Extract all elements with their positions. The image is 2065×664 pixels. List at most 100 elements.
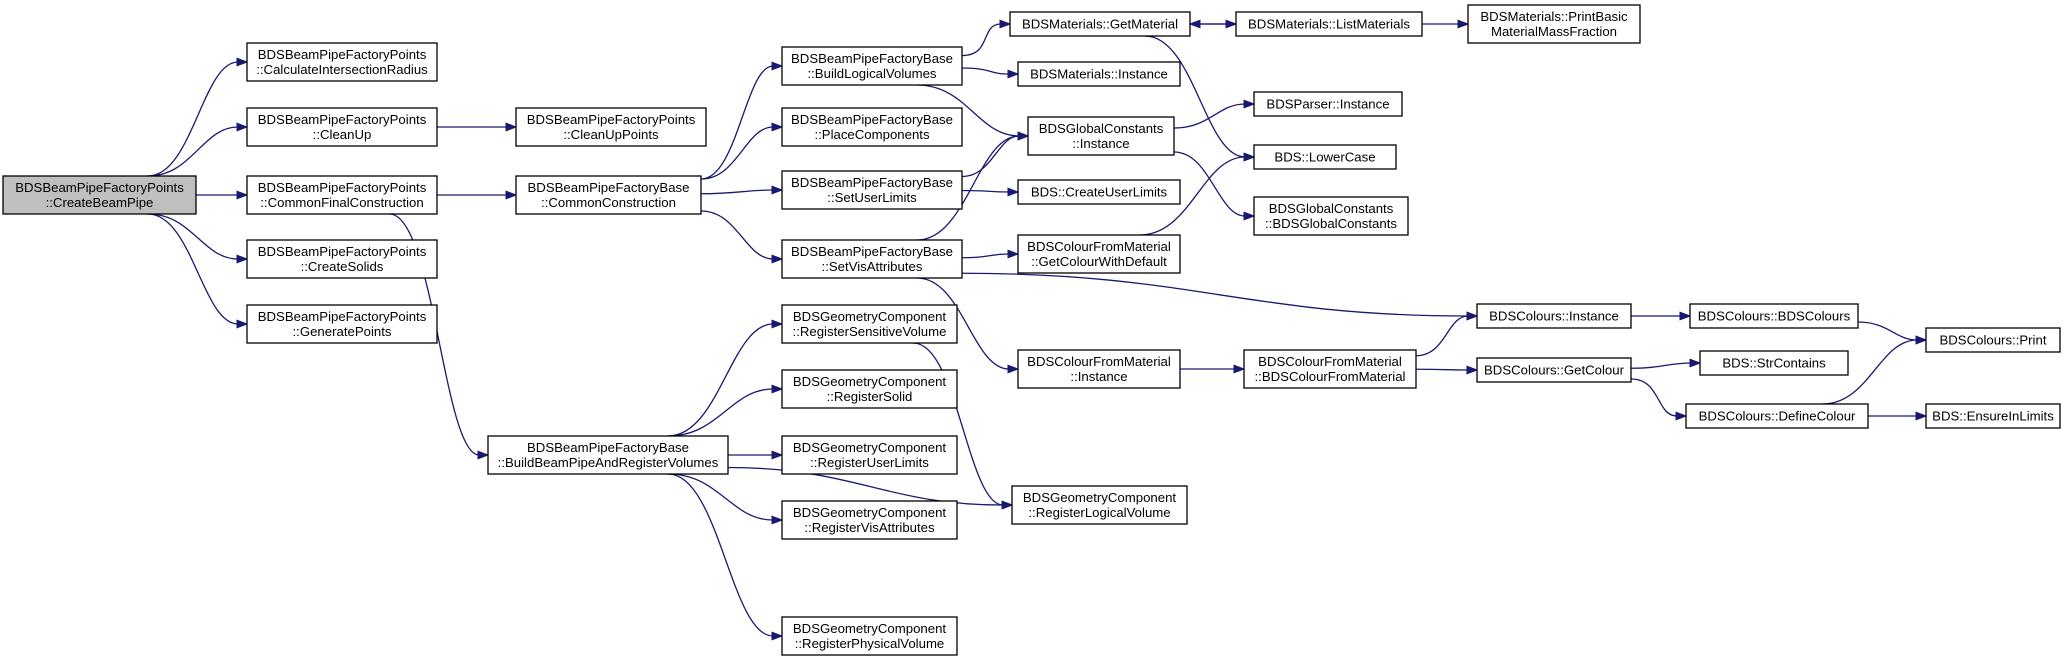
arrowhead <box>1689 358 1702 368</box>
node-bds-lower-case[interactable]: BDS::LowerCase <box>1253 144 1397 170</box>
node-colours-get-colour[interactable]: BDSColours::GetColour <box>1476 357 1632 383</box>
arrowhead <box>236 57 249 67</box>
node-colour-from-material-get-colour-with-default-label-2: ::GetColourWithDefault <box>1031 254 1167 269</box>
edge-colours-instance-to-colours-constructor <box>1630 311 1692 321</box>
node-colour-from-material-constructor[interactable]: BDSColourFromMaterial::BDSColourFromMate… <box>1243 349 1417 389</box>
arrowhead <box>1017 131 1030 141</box>
edge-line <box>727 466 1004 506</box>
node-materials-print-basic-material-mass-fraction-box <box>1467 4 1641 44</box>
edge-global-constants-instance-to-global-constants-constructor <box>1173 151 1256 221</box>
node-global-constants-instance-label-2: ::Instance <box>1072 136 1129 151</box>
arrowhead <box>999 19 1012 29</box>
node-materials-list-materials-box <box>1235 11 1423 37</box>
edge-line <box>961 189 1010 193</box>
node-generate-points[interactable]: BDSBeamPipeFactoryPoints::GeneratePoints <box>246 304 438 344</box>
edge-register-sensitive-volume-to-register-logical-volume <box>913 342 1014 510</box>
node-register-physical-volume[interactable]: BDSGeometryComponent::RegisterPhysicalVo… <box>781 616 958 656</box>
edge-build-beam-pipe-and-register-volumes-to-register-physical-volume <box>667 473 784 641</box>
edge-common-final-construction-to-common-construction <box>437 190 518 200</box>
node-colours-print[interactable]: BDSColours::Print <box>1925 327 2061 353</box>
node-set-vis-attributes[interactable]: BDSBeamPipeFactoryBase::SetVisAttributes <box>781 239 963 279</box>
node-global-constants-constructor-box <box>1253 196 1409 236</box>
node-global-constants-instance[interactable]: BDSGlobalConstants::Instance <box>1027 116 1175 156</box>
edge-materials-list-materials-to-materials-get-material <box>1188 19 1236 29</box>
nodes-layer: BDSBeamPipeFactoryPoints::CreateBeamPipe… <box>2 4 2061 656</box>
node-register-solid[interactable]: BDSGeometryComponent::RegisterSolid <box>781 369 958 409</box>
node-bds-ensure-in-limits[interactable]: BDS::EnsureInLimits <box>1925 403 2061 429</box>
node-common-construction[interactable]: BDSBeamPipeFactoryBase::CommonConstructi… <box>515 175 702 215</box>
node-colours-instance[interactable]: BDSColours::Instance <box>1476 303 1632 329</box>
node-bds-create-user-limits[interactable]: BDS::CreateUserLimits <box>1017 179 1181 205</box>
node-register-sensitive-volume[interactable]: BDSGeometryComponent::RegisterSensitiveV… <box>781 304 958 344</box>
node-build-logical-volumes[interactable]: BDSBeamPipeFactoryBase::BuildLogicalVolu… <box>781 46 963 86</box>
edge-build-beam-pipe-and-register-volumes-to-register-solid <box>667 384 784 437</box>
node-place-components[interactable]: BDSBeamPipeFactoryBase::PlaceComponents <box>781 107 963 147</box>
node-colour-from-material-instance-label-1: BDSColourFromMaterial <box>1027 354 1171 369</box>
arrowhead <box>1007 249 1020 259</box>
node-materials-list-materials[interactable]: BDSMaterials::ListMaterials <box>1235 11 1423 37</box>
node-parser-instance[interactable]: BDSParser::Instance <box>1253 91 1403 117</box>
node-register-user-limits[interactable]: BDSGeometryComponent::RegisterUserLimits <box>781 435 958 475</box>
node-create-solids[interactable]: BDSBeamPipeFactoryPoints::CreateSolids <box>246 239 438 279</box>
node-parser-instance-box <box>1253 91 1403 117</box>
node-colour-from-material-instance-label-2: ::Instance <box>1070 369 1127 384</box>
node-global-constants-constructor[interactable]: BDSGlobalConstants::BDSGlobalConstants <box>1253 196 1409 236</box>
node-set-user-limits-box <box>781 170 963 210</box>
node-register-vis-attributes-label-2: ::RegisterVisAttributes <box>804 520 935 535</box>
arrowhead <box>1675 411 1688 421</box>
node-build-logical-volumes-label-2: ::BuildLogicalVolumes <box>807 66 936 81</box>
node-set-user-limits[interactable]: BDSBeamPipeFactoryBase::SetUserLimits <box>781 170 963 210</box>
node-calculate-intersection-radius-label-2: ::CalculateIntersectionRadius <box>256 62 428 77</box>
edge-line <box>961 67 1010 75</box>
node-colour-from-material-instance[interactable]: BDSColourFromMaterial::Instance <box>1017 349 1181 389</box>
node-colours-get-colour-label-1: BDSColours::GetColour <box>1484 363 1625 378</box>
edge-colour-from-material-get-colour-with-default-to-bds-lower-case <box>1139 152 1256 236</box>
node-place-components-box <box>781 107 963 147</box>
node-place-components-label-2: ::PlaceComponents <box>814 127 929 142</box>
node-register-logical-volume[interactable]: BDSGeometryComponent::RegisterLogicalVol… <box>1011 485 1188 525</box>
edge-line <box>1630 362 1692 369</box>
node-bds-str-contains[interactable]: BDS::StrContains <box>1699 350 1849 376</box>
node-bds-str-contains-label-1: BDS::StrContains <box>1722 356 1826 371</box>
edge-line <box>961 23 1002 57</box>
edge-create-beam-pipe-to-create-solids <box>147 213 249 264</box>
node-calculate-intersection-radius[interactable]: BDSBeamPipeFactoryPoints::CalculateInter… <box>246 42 438 82</box>
node-register-vis-attributes[interactable]: BDSGeometryComponent::RegisterVisAttribu… <box>781 500 958 540</box>
arrowhead <box>771 384 784 394</box>
edge-line <box>1173 103 1246 129</box>
node-global-constants-instance-label-1: BDSGlobalConstants <box>1039 121 1164 136</box>
node-colours-constructor[interactable]: BDSColours::BDSColours <box>1689 303 1859 329</box>
node-common-construction-label-1: BDSBeamPipeFactoryBase <box>528 180 690 195</box>
edge-common-construction-to-build-logical-volumes <box>700 61 784 180</box>
edge-line <box>667 388 774 437</box>
node-create-solids-label-1: BDSBeamPipeFactoryPoints <box>258 244 427 259</box>
node-clean-up-points[interactable]: BDSBeamPipeFactoryPoints::CleanUpPoints <box>515 107 707 147</box>
node-materials-get-material[interactable]: BDSMaterials::GetMaterial <box>1009 11 1191 37</box>
node-common-final-construction[interactable]: BDSBeamPipeFactoryPoints::CommonFinalCon… <box>246 175 438 215</box>
node-materials-print-basic-material-mass-fraction[interactable]: BDSMaterials::PrintBasicMaterialMassFrac… <box>1467 4 1641 44</box>
edge-line <box>916 135 1020 241</box>
node-colours-constructor-label-1: BDSColours::BDSColours <box>1698 309 1851 324</box>
node-create-beam-pipe[interactable]: BDSBeamPipeFactoryPoints::CreateBeamPipe <box>2 175 197 215</box>
node-materials-get-material-box <box>1009 11 1191 37</box>
node-build-beam-pipe-and-register-volumes[interactable]: BDSBeamPipeFactoryBase::BuildBeamPipeAnd… <box>487 435 729 475</box>
node-colour-from-material-get-colour-with-default[interactable]: BDSColourFromMaterial::GetColourWithDefa… <box>1017 234 1181 274</box>
edge-create-beam-pipe-to-common-final-construction <box>196 190 249 200</box>
edge-line <box>1144 35 1246 158</box>
node-clean-up[interactable]: BDSBeamPipeFactoryPoints::CleanUp <box>246 107 438 147</box>
node-place-components-label-1: BDSBeamPipeFactoryBase <box>791 112 953 127</box>
arrowhead <box>771 319 784 329</box>
node-materials-instance[interactable]: BDSMaterials::Instance <box>1017 61 1181 87</box>
node-colours-define-colour[interactable]: BDSColours::DefineColour <box>1685 403 1869 429</box>
arrowhead <box>1233 364 1246 374</box>
node-register-solid-box <box>781 369 958 409</box>
node-build-beam-pipe-and-register-volumes-label-1: BDSBeamPipeFactoryBase <box>527 440 689 455</box>
edge-global-constants-instance-to-parser-instance <box>1173 99 1256 129</box>
node-create-solids-box <box>246 239 438 279</box>
node-parser-instance-label-1: BDSParser::Instance <box>1266 97 1389 112</box>
arrowhead <box>236 190 249 200</box>
edge-colour-from-material-constructor-to-colours-instance <box>1415 311 1479 357</box>
node-colour-from-material-constructor-label-1: BDSColourFromMaterial <box>1258 354 1402 369</box>
node-register-user-limits-label-2: ::RegisterUserLimits <box>810 455 929 470</box>
